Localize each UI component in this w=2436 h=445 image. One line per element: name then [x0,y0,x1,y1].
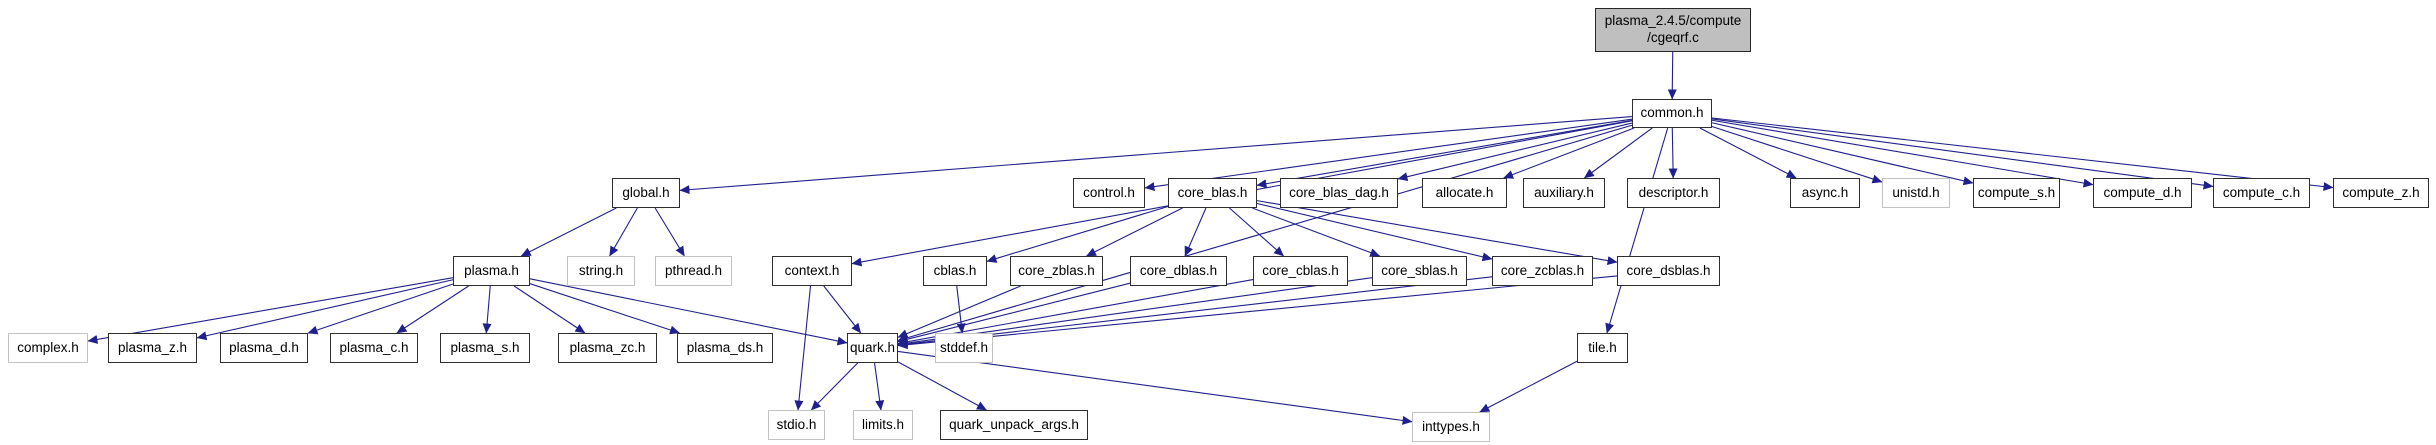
graph-node-context[interactable]: context.h [772,256,852,286]
include-edge-core_blas-to-core_dsblas [1256,200,1618,266]
include-edge-plasma-to-quark [529,278,848,346]
include-edge-common-to-core_blas_dag [1397,122,1633,182]
include-edge-common-to-compute_s [1711,122,1974,186]
include-edge-common-to-global [679,116,1633,195]
graph-node-compute_z[interactable]: compute_z.h [2333,178,2429,208]
include-edge-core_blas-to-core_sblas [1252,207,1381,257]
graph-node-inttypes: inttypes.h [1412,412,1490,442]
graph-node-plasma_c[interactable]: plasma_c.h [330,333,418,363]
include-edge-plasma-to-plasma_z [196,279,454,341]
graph-node-auxiliary[interactable]: auxiliary.h [1523,178,1605,208]
graph-node-tile[interactable]: tile.h [1577,333,1628,363]
graph-node-core_sblas[interactable]: core_sblas.h [1372,256,1467,286]
graph-node-complex: complex.h [8,333,88,363]
include-edge-plasma-to-complex [87,277,454,344]
graph-node-plasma[interactable]: plasma.h [453,256,530,286]
include-edge-context-to-stdio [794,285,812,411]
include-edge-global-to-plasma [520,207,617,257]
include-edge-common-to-descriptor [1668,127,1678,179]
graph-node-plasma_ds[interactable]: plasma_ds.h [677,333,773,363]
graph-node-plasma_s[interactable]: plasma_s.h [440,333,530,363]
graph-node-core_zcblas[interactable]: core_zcblas.h [1492,256,1593,286]
graph-node-pthread: pthread.h [655,256,732,286]
include-edge-core_zcblas-to-quark [897,276,1493,349]
graph-node-descriptor[interactable]: descriptor.h [1627,178,1720,208]
graph-node-control[interactable]: control.h [1073,178,1145,208]
graph-node-core_cblas[interactable]: core_cblas.h [1253,256,1348,286]
include-edge-quark-to-quark_unpack_args [897,361,987,411]
graph-node-string: string.h [567,256,635,286]
graph-node-quark_unpack_args[interactable]: quark_unpack_args.h [940,410,1088,440]
include-edge-core_blas-to-core_zcblas [1256,202,1493,262]
include-edge-global-to-string [609,207,638,257]
include-edge-plasma-to-plasma_c [396,285,469,334]
graph-node-plasma_z[interactable]: plasma_z.h [108,333,197,363]
include-edge-core_dblas-to-quark [897,282,1131,344]
graph-node-plasma_d[interactable]: plasma_d.h [220,333,308,363]
include-edge-core_blas-to-core_dblas [1184,207,1207,257]
include-edge-global-to-pthread [654,207,685,257]
include-edge-core_blas-to-core_zblas [1086,207,1183,257]
include-edge-core_blas-to-cblas [986,205,1169,263]
include-edge-common-to-async [1699,127,1797,179]
graph-node-quark[interactable]: quark.h [847,333,898,363]
include-edge-plasma-to-plasma_zc [513,285,586,334]
include-edge-quark-to-inttypes [897,350,1413,425]
include-edge-common-to-core_blas [1256,119,1633,189]
graph-node-cgeqrf: plasma_2.4.5/compute /cgeqrf.c [1595,8,1751,52]
graph-node-core_blas_dag[interactable]: core_blas_dag.h [1280,178,1398,208]
include-edge-quark-to-stdio [810,362,859,411]
include-edge-quark-to-limits [874,362,885,411]
include-edge-cblas-to-stddef [956,285,966,334]
graph-node-async[interactable]: async.h [1790,178,1860,208]
include-edge-plasma-to-plasma_ds [529,283,680,335]
graph-node-plasma_zc[interactable]: plasma_zc.h [558,333,657,363]
graph-node-cblas[interactable]: cblas.h [923,256,987,286]
include-edge-common-to-tile [1605,127,1669,334]
graph-node-compute_c[interactable]: compute_c.h [2213,178,2310,208]
include-edge-common-to-compute_z [1711,117,2334,192]
include-edge-common-to-quark [897,124,1633,343]
include-edge-plasma-to-plasma_s [482,285,492,334]
graph-node-core_blas[interactable]: core_blas.h [1168,178,1257,208]
graph-node-stdio: stdio.h [768,410,825,440]
include-edge-core_dsblas-to-quark [897,275,1618,350]
graph-node-compute_s[interactable]: compute_s.h [1973,178,2060,208]
include-edge-cgeqrf-to-common [1667,51,1677,100]
graph-node-core_dblas[interactable]: core_dblas.h [1130,256,1227,286]
include-edge-common-to-auxiliary [1583,127,1653,179]
graph-node-stddef: stddef.h [935,333,993,363]
graph-node-global[interactable]: global.h [612,178,680,208]
graph-node-core_zblas[interactable]: core_zblas.h [1010,256,1103,286]
graph-node-unistd: unistd.h [1882,178,1950,208]
include-edge-common-to-allocate [1503,127,1635,179]
include-edge-common-to-unistd [1711,126,1883,184]
include-edge-common-to-compute_c [1711,118,2214,190]
graph-node-core_dsblas[interactable]: core_dsblas.h [1617,256,1720,286]
graph-node-allocate[interactable]: allocate.h [1422,178,1507,208]
graph-node-limits: limits.h [853,410,913,440]
include-edge-core_blas-to-core_cblas [1229,207,1284,257]
include-edge-plasma-to-plasma_d [307,283,454,335]
include-edge-common-to-compute_d [1711,119,2094,188]
include-edge-tile-to-inttypes [1479,360,1578,413]
graph-node-compute_d[interactable]: compute_d.h [2093,178,2192,208]
include-edge-common-to-control [1144,118,1633,192]
include-edge-context-to-quark [823,285,862,334]
graph-node-common[interactable]: common.h [1632,99,1712,128]
